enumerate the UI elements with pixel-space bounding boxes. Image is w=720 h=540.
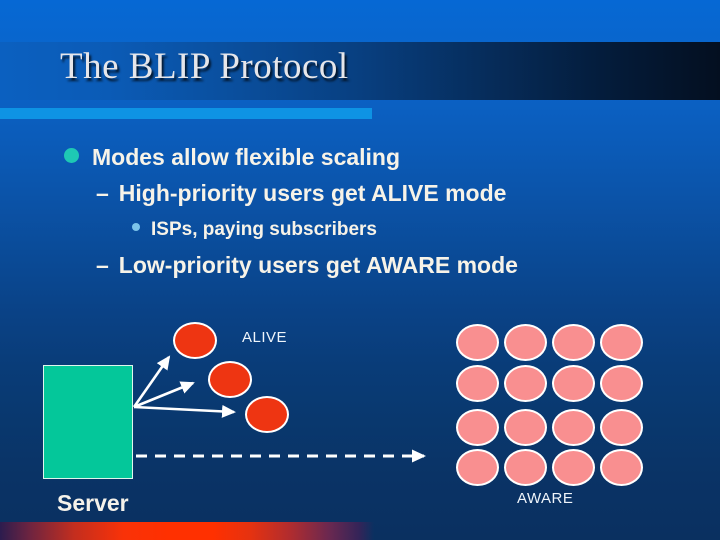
dash-marker: – bbox=[96, 252, 109, 278]
arrow-to-alive-1 bbox=[132, 355, 171, 408]
aware-node bbox=[600, 324, 643, 361]
aware-node bbox=[600, 365, 643, 402]
bullet-line-2-text: High-priority users get ALIVE mode bbox=[118, 180, 507, 206]
alive-node bbox=[173, 322, 217, 359]
dash-marker: – bbox=[96, 180, 109, 206]
bullet-line-4: –Low-priority users get AWARE mode bbox=[96, 254, 518, 277]
bullet-icon bbox=[64, 148, 79, 163]
slide-title: The BLIP Protocol bbox=[60, 46, 349, 87]
aware-node bbox=[504, 409, 547, 446]
aware-node bbox=[504, 365, 547, 402]
aware-label: AWARE bbox=[517, 490, 574, 507]
aware-node bbox=[504, 324, 547, 361]
aware-node bbox=[600, 449, 643, 486]
aware-node bbox=[600, 409, 643, 446]
bullet-line-4-text: Low-priority users get AWARE mode bbox=[118, 252, 518, 278]
bullet-line-1: Modes allow flexible scaling bbox=[92, 146, 400, 169]
aware-node bbox=[456, 324, 499, 361]
aware-node bbox=[552, 365, 595, 402]
aware-node bbox=[456, 449, 499, 486]
aware-node bbox=[552, 449, 595, 486]
server-label: Server bbox=[57, 490, 129, 516]
bullet-line-3-text: ISPs, paying subscribers bbox=[151, 219, 377, 240]
aware-node bbox=[456, 365, 499, 402]
title-accent-bar bbox=[0, 108, 372, 119]
arrow-to-alive-3 bbox=[133, 404, 236, 418]
bullet-line-3: ISPs, paying subscribers bbox=[151, 220, 377, 239]
arrow-to-alive-2 bbox=[133, 381, 195, 409]
alive-node bbox=[208, 361, 252, 398]
sub-bullet-icon bbox=[132, 223, 140, 231]
bullet-line-1-text: Modes allow flexible scaling bbox=[92, 144, 401, 170]
title-band bbox=[0, 42, 720, 100]
aware-node bbox=[456, 409, 499, 446]
alive-node bbox=[245, 396, 289, 433]
alive-label: ALIVE bbox=[242, 329, 288, 346]
bottom-accent-bar bbox=[0, 522, 374, 540]
aware-node bbox=[504, 449, 547, 486]
bullet-line-2: –High-priority users get ALIVE mode bbox=[96, 182, 506, 205]
aware-node bbox=[552, 409, 595, 446]
aware-node bbox=[552, 324, 595, 361]
server-box bbox=[43, 365, 133, 479]
